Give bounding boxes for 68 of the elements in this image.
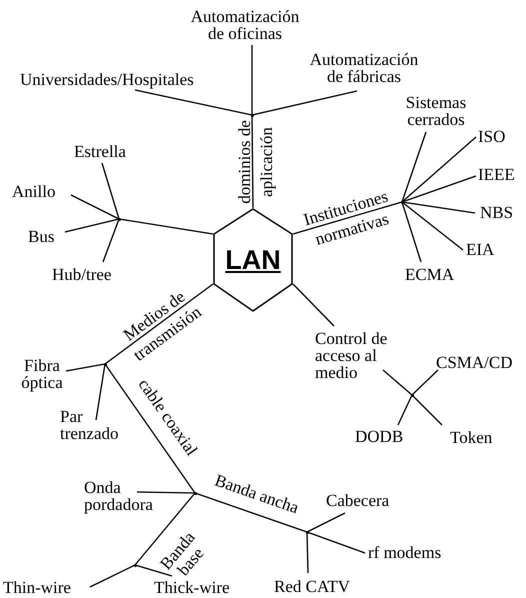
junction-dot — [134, 564, 136, 566]
connector-line — [412, 370, 438, 396]
edge-label: dominios de aplicación — [234, 119, 277, 206]
connector-line — [102, 218, 120, 262]
connector-line — [402, 201, 464, 251]
connector-line — [90, 564, 136, 588]
branch-label: DODB — [355, 428, 404, 445]
junction-dot — [194, 492, 196, 494]
branch-label: Fibra óptica — [20, 357, 64, 391]
connector-line — [251, 115, 254, 208]
branch-label: ISO — [478, 128, 506, 145]
branch-label: Thin-wire — [3, 579, 72, 596]
junction-dot — [104, 362, 106, 366]
connector-line — [402, 201, 476, 214]
hexagon-node — [213, 208, 293, 312]
branch-label: Control de acceso al medio — [315, 330, 388, 381]
connector-line — [382, 370, 412, 396]
connector-line — [104, 283, 214, 365]
branch-label: Automatización de oficinas — [190, 8, 300, 42]
connector-line — [402, 136, 476, 202]
branch-label: Par trenzado — [60, 408, 120, 442]
branch-label: EIA — [466, 241, 496, 258]
branch-label: rf modems — [368, 544, 442, 561]
connector-line — [70, 194, 120, 220]
connector-line — [134, 564, 172, 577]
branch-label: NBS — [480, 204, 514, 221]
branch-label: Sistemas cerrados — [404, 94, 468, 128]
connector-line — [118, 218, 214, 235]
branch-label: Red CATV — [274, 578, 352, 595]
branch-label: Token — [450, 429, 494, 446]
branch-label: Onda pordadora — [84, 479, 154, 513]
connector-line — [104, 364, 196, 494]
branch-label: Cabecera — [326, 492, 390, 509]
connector-line — [412, 394, 442, 426]
connector-line — [401, 202, 422, 262]
junction-dot — [118, 218, 120, 220]
connector-line — [306, 532, 309, 574]
branch-label: Universidades/Hospitales — [20, 71, 195, 88]
branch-label: Anillo — [12, 183, 56, 200]
center-title: LAN — [225, 246, 281, 274]
connector-line — [252, 90, 358, 116]
edge-label: Banda ancha — [211, 470, 302, 518]
connector-line — [134, 492, 196, 566]
junction-dot — [250, 114, 254, 116]
connector-line — [306, 512, 346, 533]
connector-line — [251, 45, 253, 115]
branch-label: Estrella — [73, 143, 127, 160]
branch-label: Thick-wire — [154, 579, 231, 596]
branch-label: CSMA/CD — [436, 354, 514, 371]
connector-line — [402, 175, 476, 203]
connector-line — [66, 363, 106, 372]
branch-label: Bus — [28, 228, 56, 245]
connector-line — [134, 89, 252, 116]
connector-line — [194, 492, 308, 533]
connector-line — [95, 364, 106, 420]
connector-line — [397, 394, 413, 426]
connector-line — [401, 132, 427, 202]
branch-label: Hub/tree — [52, 266, 112, 283]
connector-line — [292, 201, 402, 235]
connector-line — [306, 531, 366, 554]
connector-line — [136, 491, 196, 494]
branch-label: IEEE — [478, 166, 516, 183]
connector-line — [292, 284, 334, 326]
connector-line — [64, 218, 120, 233]
connector-line — [101, 162, 120, 220]
branch-label: Automatización de fábricas — [308, 51, 420, 85]
branch-label: ECMA — [405, 266, 456, 283]
junction-dot — [306, 530, 308, 534]
